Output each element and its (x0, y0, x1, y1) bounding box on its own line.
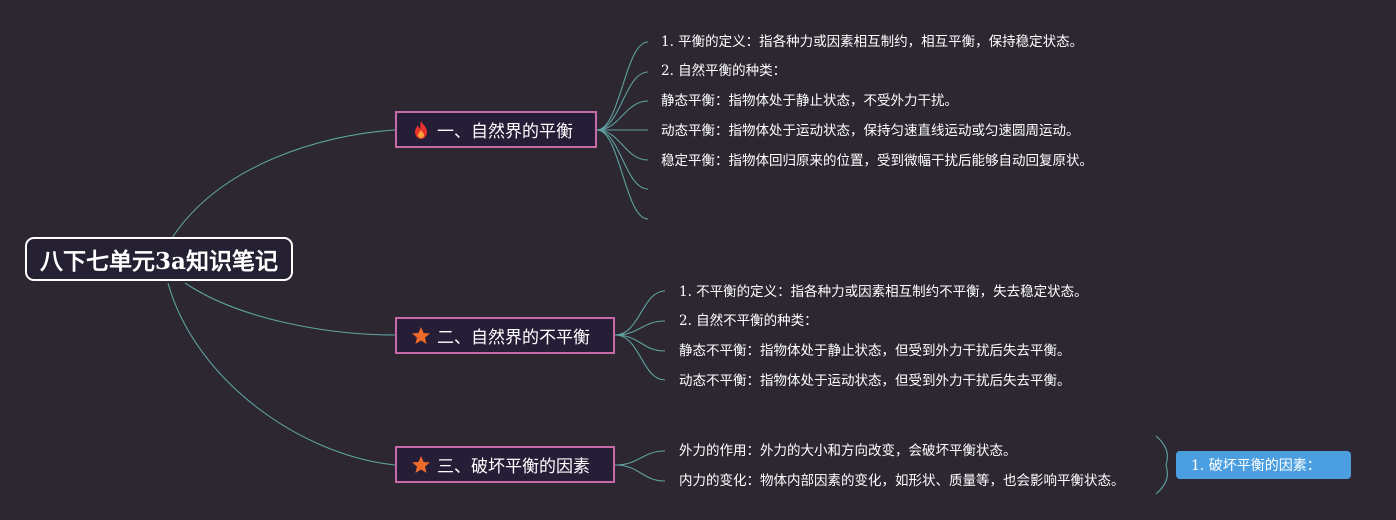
root-topic[interactable]: 八下七单元3a知识笔记 (25, 237, 293, 281)
connector-b2-leaf-1 (614, 290, 666, 336)
leaf-topic[interactable]: 外力的作用：外力的大小和方向改变，会破坏平衡状态。 (679, 443, 1017, 459)
connector-b3-leaf-1 (614, 450, 666, 466)
connector-b2-leaf-4 (614, 334, 666, 381)
leaf-topic[interactable]: 内力的变化：物体内部因素的变化，如形状、质量等，也会影响平衡状态。 (679, 473, 1125, 489)
star-icon (412, 455, 430, 473)
connector-root-branch-3 (167, 282, 396, 466)
connector-root-branch-1 (171, 129, 396, 239)
connector-b1-leaf-3 (596, 100, 649, 131)
leaf-topic[interactable]: 1. 平衡的定义：指各种力或因素相互制约，相互平衡，保持稳定状态。 (661, 34, 1084, 50)
leaf-topic[interactable]: 静态不平衡：指物体处于静止状态，但受到外力干扰后失去平衡。 (679, 343, 1071, 359)
leaf-topic[interactable]: 动态不平衡：指物体处于运动状态，但受到外力干扰后失去平衡。 (679, 373, 1071, 389)
fire-icon (415, 120, 427, 139)
summary-topic-label: 1. 破坏平衡的因素： (1191, 458, 1321, 474)
leaf-topic[interactable]: 静态平衡：指物体处于静止状态，不受外力干扰。 (661, 93, 958, 109)
leaf-topic[interactable]: 2. 自然不平衡的种类： (679, 313, 818, 329)
leaf-topic[interactable]: 1. 不平衡的定义：指各种力或因素相互制约不平衡，失去稳定状态。 (679, 284, 1088, 300)
summary-topic[interactable]: 1. 破坏平衡的因素： (1176, 451, 1351, 479)
branch-topic-3[interactable]: 三、破坏平衡的因素 (395, 446, 615, 483)
leaf-topic[interactable]: 稳定平衡：指物体回归原来的位置，受到微幅干扰后能够自动回复原状。 (661, 153, 1093, 169)
branch-topic-2-label: 二、自然界的不平衡 (437, 328, 590, 348)
summary-brace (1155, 435, 1168, 495)
connector-b2-leaf-3 (614, 334, 666, 352)
connector-b1-leaf-1 (596, 41, 649, 131)
branch-topic-1-label: 一、自然界的平衡 (437, 122, 573, 142)
connector-root-branch-2 (184, 282, 396, 336)
connector-b3-leaf-2 (614, 464, 666, 482)
branch-topic-1[interactable]: 一、自然界的平衡 (395, 111, 597, 148)
leaf-topic[interactable]: 2. 自然平衡的种类： (661, 63, 787, 79)
connector-b2-leaf-2 (614, 320, 666, 336)
branch-topic-2[interactable]: 二、自然界的不平衡 (395, 317, 615, 354)
leaf-topic[interactable]: 动态平衡：指物体处于运动状态，保持匀速直线运动或匀速圆周运动。 (661, 123, 1080, 139)
star-icon (412, 326, 430, 344)
connector-b1-leaf-6 (596, 129, 649, 190)
connector-b1-leaf-5 (596, 129, 649, 161)
connector-b1-leaf-7 (596, 129, 649, 220)
branch-topic-3-label: 三、破坏平衡的因素 (437, 457, 590, 477)
connector-b1-leaf-2 (596, 71, 649, 131)
root-topic-label: 八下七单元3a知识笔记 (40, 248, 278, 275)
